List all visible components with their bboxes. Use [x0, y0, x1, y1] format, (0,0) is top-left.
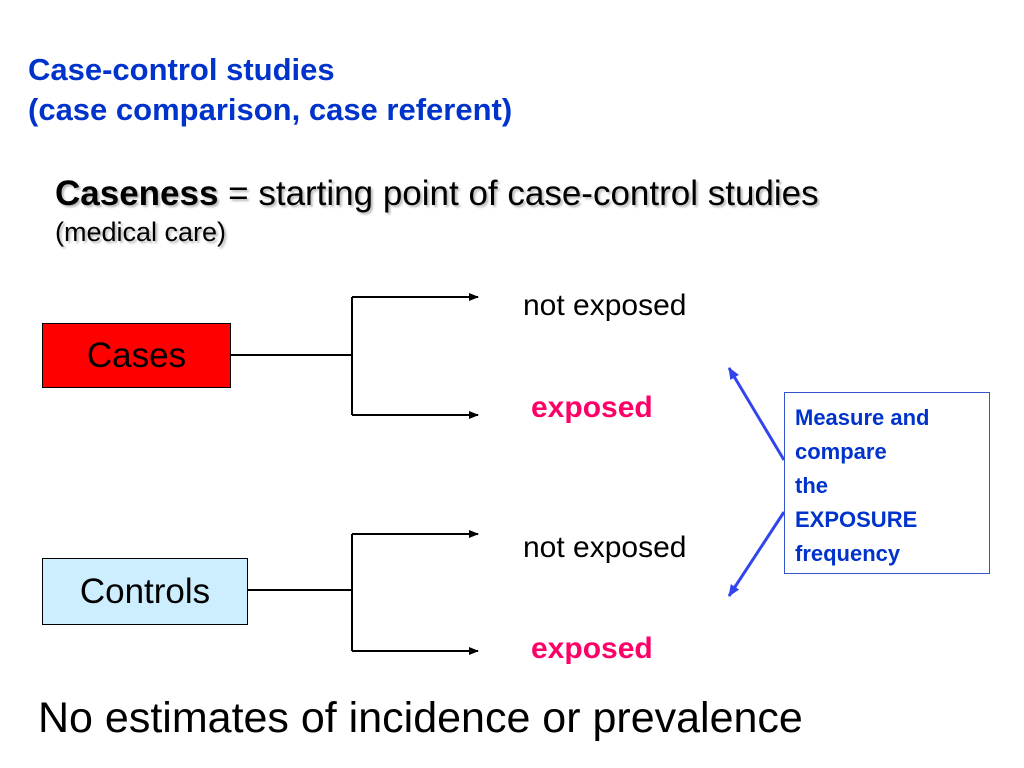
note-line: EXPOSURE: [795, 507, 918, 532]
measure-note-box: Measure and compare the EXPOSURE frequen…: [784, 392, 990, 574]
blue-arrow-lower: [727, 511, 786, 597]
subtitle: Caseness = starting point of case-contro…: [55, 172, 819, 216]
controls-not-exposed-label: not exposed: [523, 531, 687, 564]
note-line: compare: [795, 439, 887, 464]
controls-box: Controls: [42, 558, 248, 625]
subtitle-definition: = starting point of case-control studies: [218, 174, 819, 213]
cases-not-exposed-label: not exposed: [523, 289, 687, 322]
cases-box: Cases: [42, 323, 231, 388]
title-line-2: (case comparison, case referent): [28, 92, 513, 127]
subtitle-note: (medical care): [55, 217, 227, 247]
slide-title: Case-control studies (case comparison, c…: [28, 50, 512, 130]
note-line: Measure and: [795, 405, 930, 430]
cases-exposed-label: exposed: [531, 391, 653, 424]
note-line: the: [795, 473, 828, 498]
blue-arrow-upper: [727, 367, 786, 461]
controls-exposed-label: exposed: [531, 632, 653, 665]
subtitle-bold-term: Caseness: [55, 174, 219, 213]
note-line: frequency: [795, 541, 901, 566]
footer-statement: No estimates of incidence or prevalence: [38, 694, 803, 742]
title-line-1: Case-control studies: [28, 52, 335, 87]
subtitle-block: Caseness = starting point of case-contro…: [55, 172, 819, 248]
